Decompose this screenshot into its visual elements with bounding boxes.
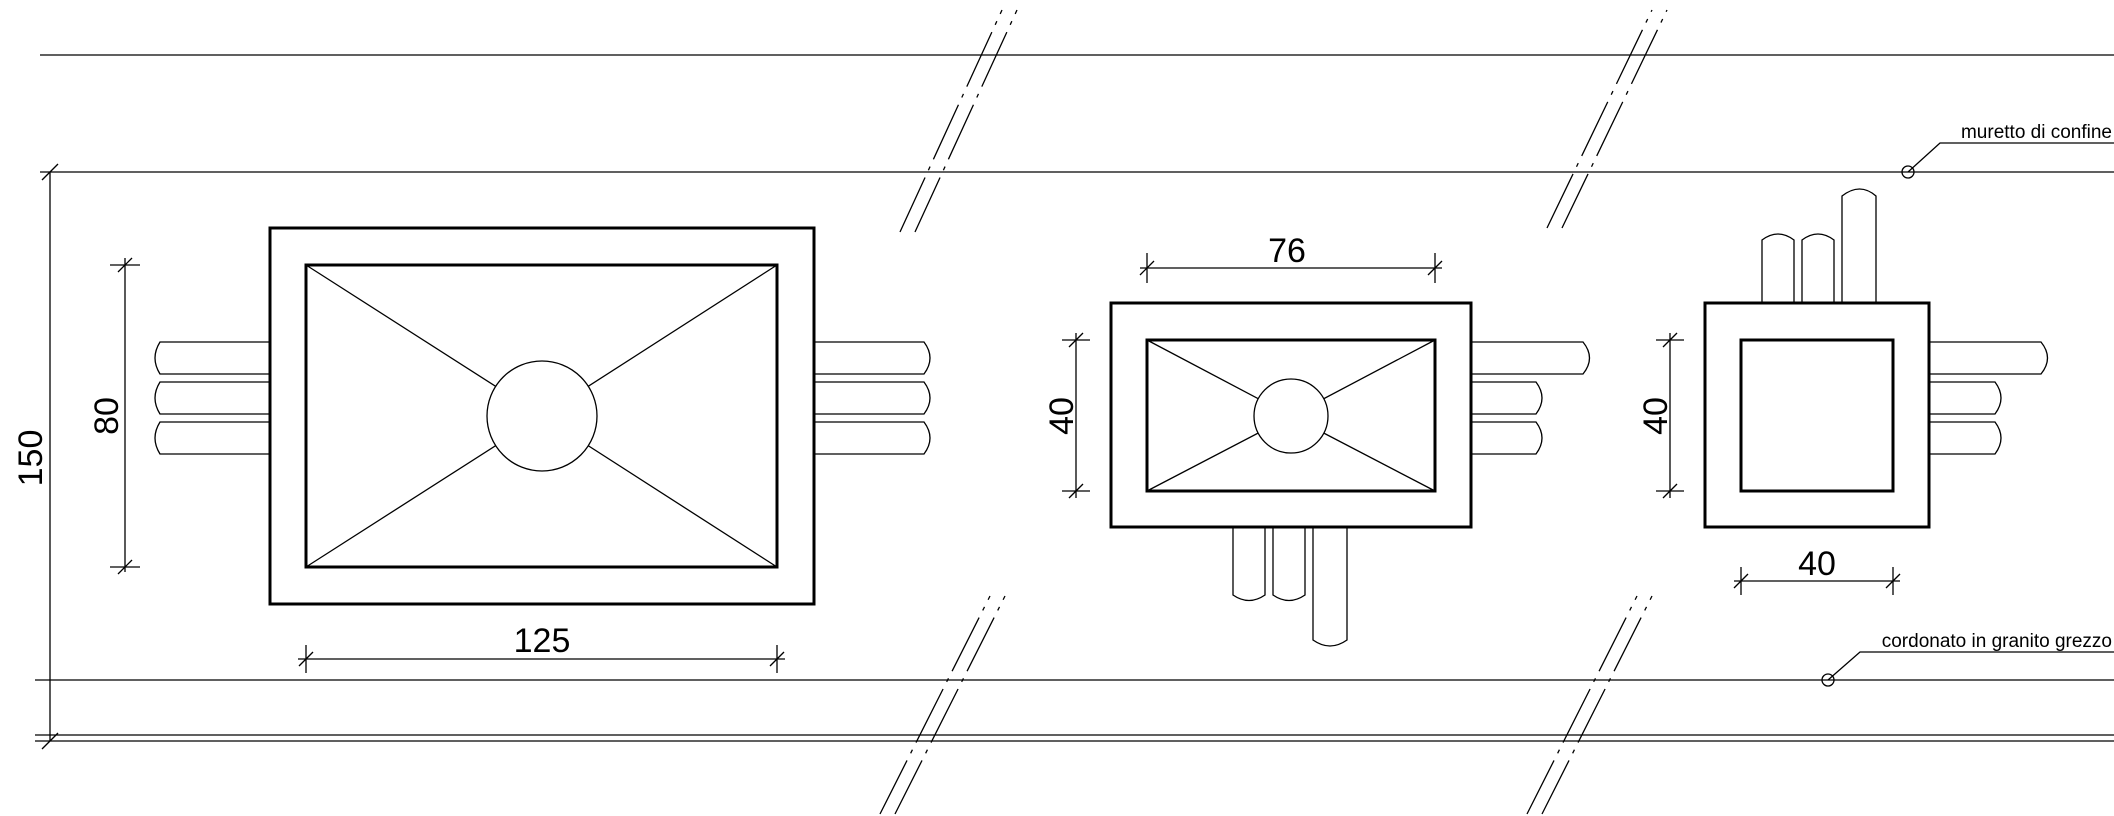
- small-width-label: 40: [1798, 545, 1836, 583]
- medium-width-label: 76: [1268, 232, 1306, 270]
- medium-manhole-center-circle: [1253, 378, 1329, 454]
- medium-bottom-pipes: [1232, 526, 1348, 647]
- boundary-wall-callout: muretto di confine: [1901, 122, 2114, 179]
- small-manhole-inner: [1739, 338, 1895, 493]
- break-symbol-top-right: [1546, 9, 1668, 229]
- small-height-dimension: 40: [1637, 332, 1684, 499]
- small-width-dimension: 40: [1733, 545, 1901, 595]
- overall-height-dimension: 150: [12, 163, 59, 750]
- medium-height-label: 40: [1043, 397, 1081, 435]
- large-width-label: 125: [514, 622, 571, 660]
- small-right-pipes: [1928, 341, 2049, 455]
- small-height-label: 40: [1637, 397, 1675, 435]
- small-manhole-outer: [1703, 301, 1931, 529]
- curb-label: cordonato in granito grezzo: [1882, 631, 2112, 652]
- break-symbol-top-left: [899, 9, 1018, 233]
- break-symbol-bottom-left: [879, 595, 1006, 815]
- medium-right-pipes: [1470, 341, 1591, 455]
- boundary-wall-label: muretto di confine: [1961, 122, 2112, 143]
- large-left-pipes: [154, 341, 271, 455]
- small-top-pipes: [1761, 188, 1877, 304]
- large-manhole-center-circle: [486, 360, 598, 472]
- large-right-pipes: [813, 341, 931, 455]
- medium-manhole-inner: [1145, 338, 1437, 493]
- medium-height-dimension: 40: [1043, 332, 1090, 499]
- curb-callout: cordonato in granito grezzo: [1821, 631, 2114, 687]
- large-manhole-inner: [304, 263, 779, 569]
- overall-height-label: 150: [12, 430, 50, 487]
- large-width-dimension: 125: [298, 622, 785, 673]
- large-height-label: 80: [88, 397, 126, 435]
- large-height-dimension: 80: [88, 257, 140, 575]
- medium-width-dimension: 76: [1139, 232, 1443, 283]
- break-symbol-bottom-right: [1526, 595, 1653, 815]
